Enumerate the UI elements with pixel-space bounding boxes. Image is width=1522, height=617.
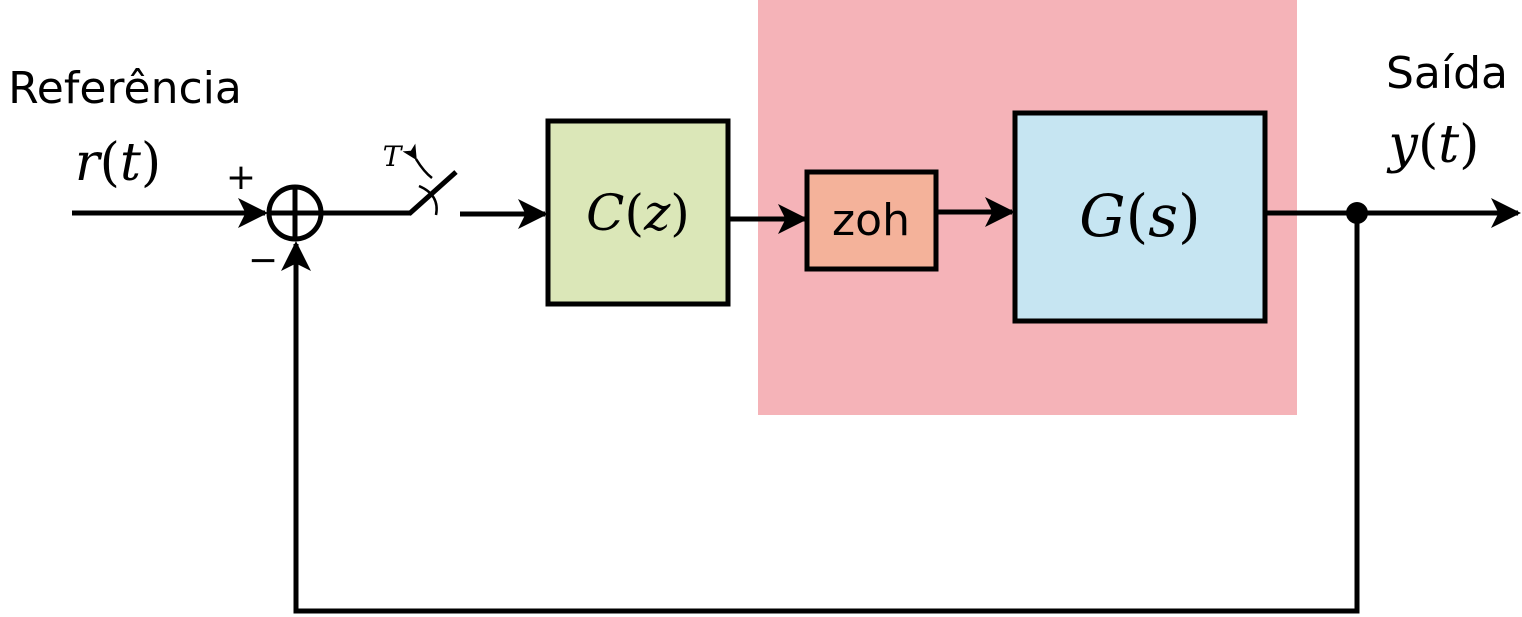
output-signal: y(t) bbox=[1387, 115, 1480, 175]
minus-sign: − bbox=[248, 240, 278, 281]
controller-label: C(z) bbox=[586, 184, 690, 242]
hold-label: zoh bbox=[832, 195, 910, 246]
input-label: Referência bbox=[8, 63, 242, 114]
plant-block bbox=[1012, 110, 1268, 324]
plant-label: G(s) bbox=[1079, 182, 1200, 250]
hold-block bbox=[804, 169, 939, 272]
input-signal: r(t) bbox=[75, 133, 161, 193]
sampler-switch bbox=[402, 143, 458, 216]
output-label: Saída bbox=[1386, 48, 1508, 99]
feedback-path bbox=[281, 213, 1360, 614]
sampling-period: T bbox=[383, 140, 404, 173]
plus-sign: + bbox=[226, 157, 256, 198]
controller-block bbox=[545, 118, 731, 307]
summing-junction bbox=[266, 184, 324, 242]
